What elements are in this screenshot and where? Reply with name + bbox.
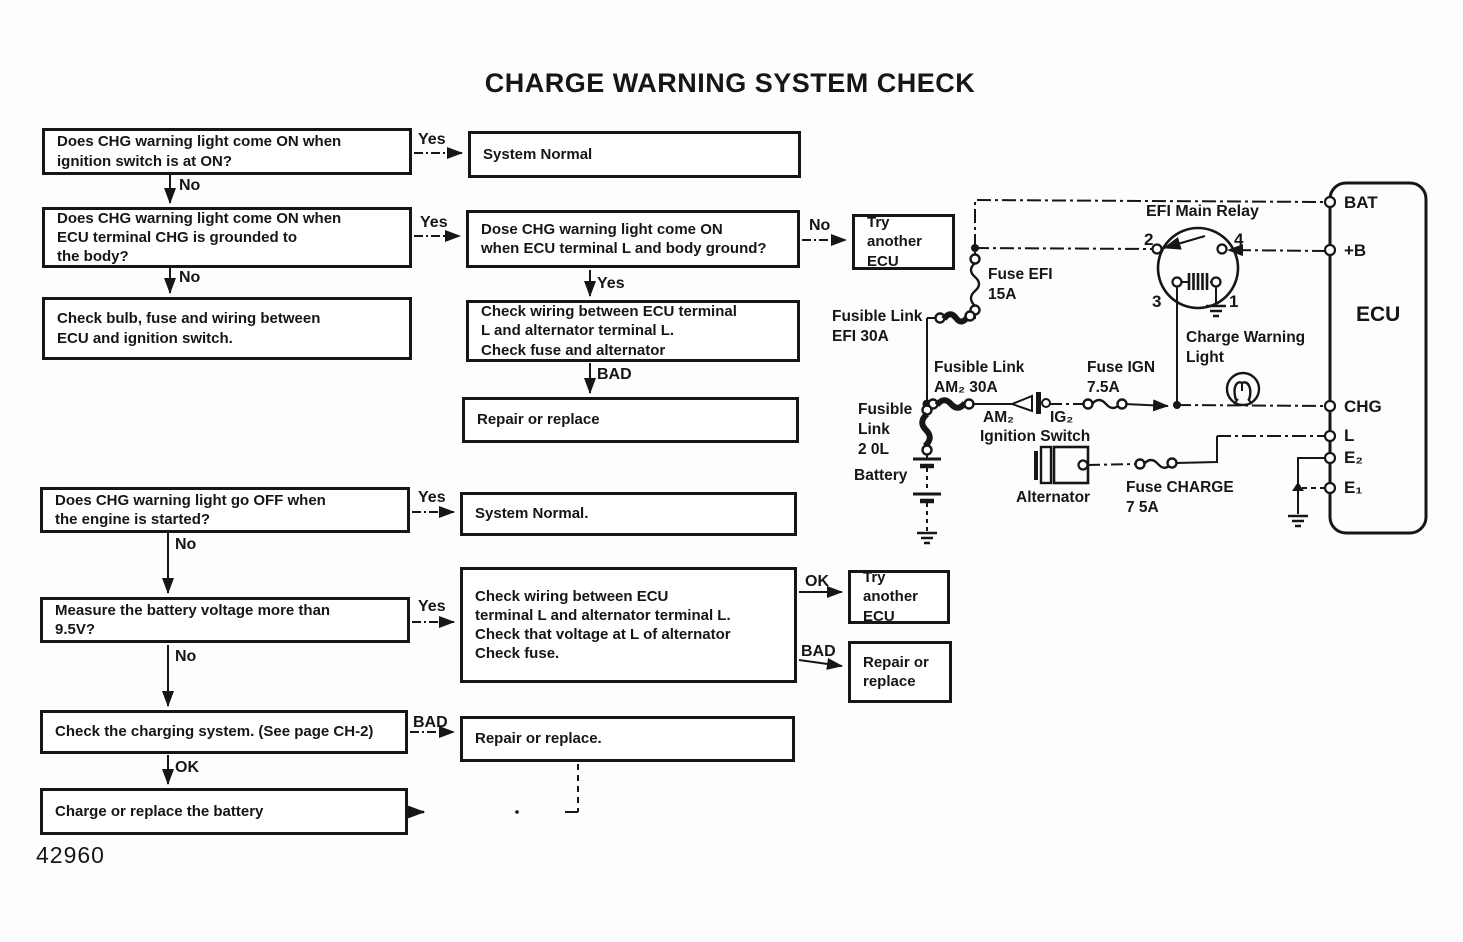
edge-label-no: No [809,217,831,234]
flow-node-light-terminal-l: Dose CHG warning light come ON when ECU … [466,210,800,268]
efi-main-relay-icon [1151,226,1240,310]
flow-node-repair-or-replace-1: Repair or replace [462,397,799,443]
battery-label: Battery [854,467,908,484]
edge-label-bad: BAD [801,643,836,660]
flow-node-battery-voltage: Measure the battery voltage more than 9.… [40,597,410,643]
ecu-terminal-e2-label: E₂ [1344,448,1363,467]
flow-node-check-wiring-alternator: Check wiring between ECU terminal L and … [466,300,800,362]
edge-label-ok: OK [805,573,829,590]
flow-node-repair-or-replace-2: Repair or replace [848,641,952,703]
flow-connectors [162,147,847,820]
fusible-link-am2-icon [927,397,975,411]
edge-label-yes: Yes [418,131,446,148]
am2-label: AM₂ [983,409,1014,426]
flow-node-system-normal-1: System Normal [468,131,801,178]
edge-label-yes: Yes [597,275,625,292]
figure-number: 42960 [36,842,105,868]
relay-pin-3-label: 3 [1152,292,1162,311]
fusible-link-20l-icon [919,404,933,456]
flow-node-repair-or-replace-3: Repair or replace. [460,716,795,762]
relay-pin-4-label: 4 [1234,230,1244,249]
ecu-terminal-b-label: +B [1344,241,1367,260]
flow-node-light-off-engine: Does CHG warning light go OFF when the e… [40,487,410,533]
ig2-label: IG₂ [1050,409,1074,426]
fusible-link-efi-label: Fusible Link EFI 30A [832,308,923,346]
ecu-terminal-e1-label: E₁ [1344,478,1363,497]
ecu-terminal-bat-label: BAT [1344,193,1378,212]
flow-node-check-wiring-voltage: Check wiring between ECU terminal L and … [460,567,797,683]
battery-icon [913,454,941,531]
ground-icon-relay [1206,304,1226,318]
relay-pin-2-label: 2 [1144,230,1154,249]
flow-node-check-charging-system: Check the charging system. (See page CH-… [40,710,408,754]
ground-icon-e1 [1288,514,1308,528]
fuse-charge-label: Fuse CHARGE 7 5A [1126,479,1234,517]
flow-node-chg-grounded: Does CHG warning light come ON when ECU … [42,207,412,268]
flow-node-check-bulb-fuse-wiring: Check bulb, fuse and wiring between ECU … [42,297,412,360]
ignition-switch-label: Ignition Switch [980,428,1091,445]
edge-label-yes: Yes [418,489,446,506]
fuse-ign-icon [1082,398,1128,410]
ecu-block-icon [1323,181,1428,535]
flow-node-light-on-ignition: Does CHG warning light come ON when igni… [42,128,412,175]
flow-node-charge-replace-battery: Charge or replace the battery [40,788,408,835]
ignition-switch-contact-icon [1008,392,1051,414]
edge-label-no: No [179,177,201,194]
charge-warning-light-label: Charge Warning Light [1186,329,1306,367]
edge-label-ok: OK [175,759,199,776]
fusible-link-efi-icon [934,310,976,325]
edge-label-no: No [175,536,197,553]
fuse-ign-label: Fuse IGN 7.5A [1087,359,1156,397]
alternator-icon [1034,445,1090,485]
relay-pin-1-label: 1 [1229,292,1239,311]
page-title: CHARGE WARNING SYSTEM CHECK [484,68,976,98]
edge-label-bad: BAD [413,714,448,731]
fusible-link-am2-label: Fusible Link AM₂ 30A [934,359,1025,397]
edge-label-no: No [179,269,201,286]
efi-main-relay-label: EFI Main Relay [1146,203,1259,220]
edge-label-no: No [175,648,197,665]
edge-label-yes: Yes [418,598,446,615]
edge-label-yes: Yes [420,214,448,231]
flow-node-try-another-ecu-2: Try another ECU [848,569,950,625]
flow-node-try-another-ecu-1: Try another ECU [852,214,955,270]
flow-node-system-normal-2: System Normal. [460,492,797,536]
charge-warning-bulb-icon [1225,371,1261,407]
fuse-efi-icon [969,253,981,316]
fuse-efi-label: Fuse EFI 15A [988,266,1053,304]
ecu-terminal-chg-label: CHG [1344,397,1382,416]
fuse-charge-icon [1134,457,1178,470]
ecu-terminal-l-label: L [1344,426,1355,445]
fusible-link-20l-label: Fusible Link 2 0L [858,401,913,459]
ecu-label: ECU [1356,303,1401,326]
edge-label-bad: BAD [597,366,632,383]
ground-icon-battery [917,531,937,545]
wiring-harness [922,198,1327,514]
alternator-label: Alternator [1016,489,1091,506]
